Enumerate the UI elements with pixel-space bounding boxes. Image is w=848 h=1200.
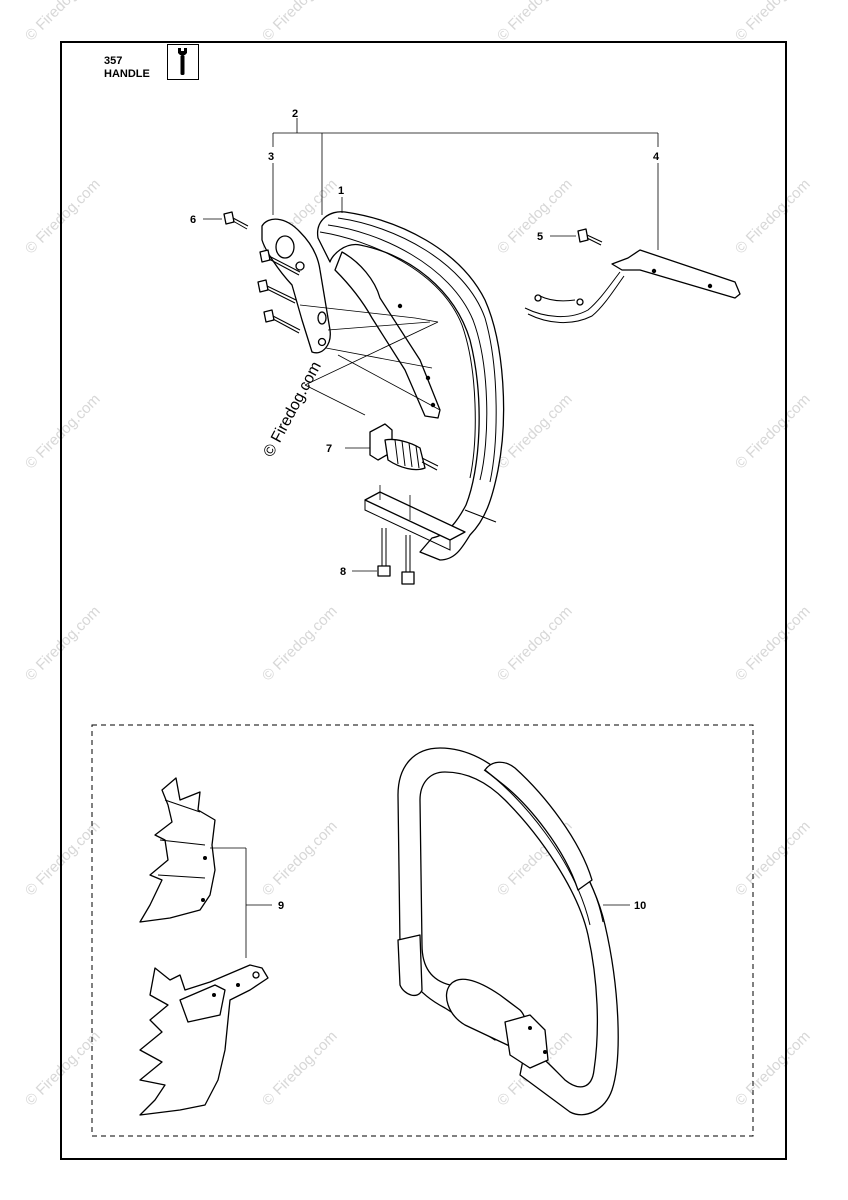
front-handle-part-1	[317, 211, 505, 561]
page-title: HANDLE	[104, 68, 150, 80]
page-frame	[60, 41, 787, 1160]
callout-bracket-2	[272, 118, 659, 215]
wrench-icon	[167, 44, 199, 80]
callout-6: 6	[190, 214, 196, 226]
screw-part-5	[550, 228, 603, 246]
screw-part-8	[352, 528, 415, 585]
assembly-guide-lines	[299, 304, 441, 520]
model-number: 357	[104, 55, 123, 67]
bracket-arm-part-4	[524, 249, 741, 324]
callout-10: 10	[634, 900, 646, 912]
callout-8: 8	[340, 566, 346, 578]
callout-4: 4	[653, 151, 660, 163]
screw-part-6	[203, 211, 249, 230]
callout-5: 5	[537, 231, 543, 243]
diagram-watermark: © Firedog.com	[261, 359, 325, 460]
callout-2: 2	[292, 108, 298, 120]
callout-3: 3	[268, 151, 274, 163]
bucking-spike-part-9	[139, 777, 269, 1116]
front-handle-part-10	[397, 747, 630, 1116]
bracket-plate-part-3	[261, 218, 331, 354]
alternative-parts-box	[91, 724, 754, 1137]
screw-bolt	[257, 249, 301, 334]
callout-1: 1	[338, 185, 344, 197]
wrench-icon-glyph	[178, 48, 187, 75]
callout-9: 9	[278, 900, 284, 912]
callout-7: 7	[326, 443, 332, 455]
av-spring-part-7	[345, 423, 439, 471]
callout-bracket-9	[210, 847, 272, 958]
